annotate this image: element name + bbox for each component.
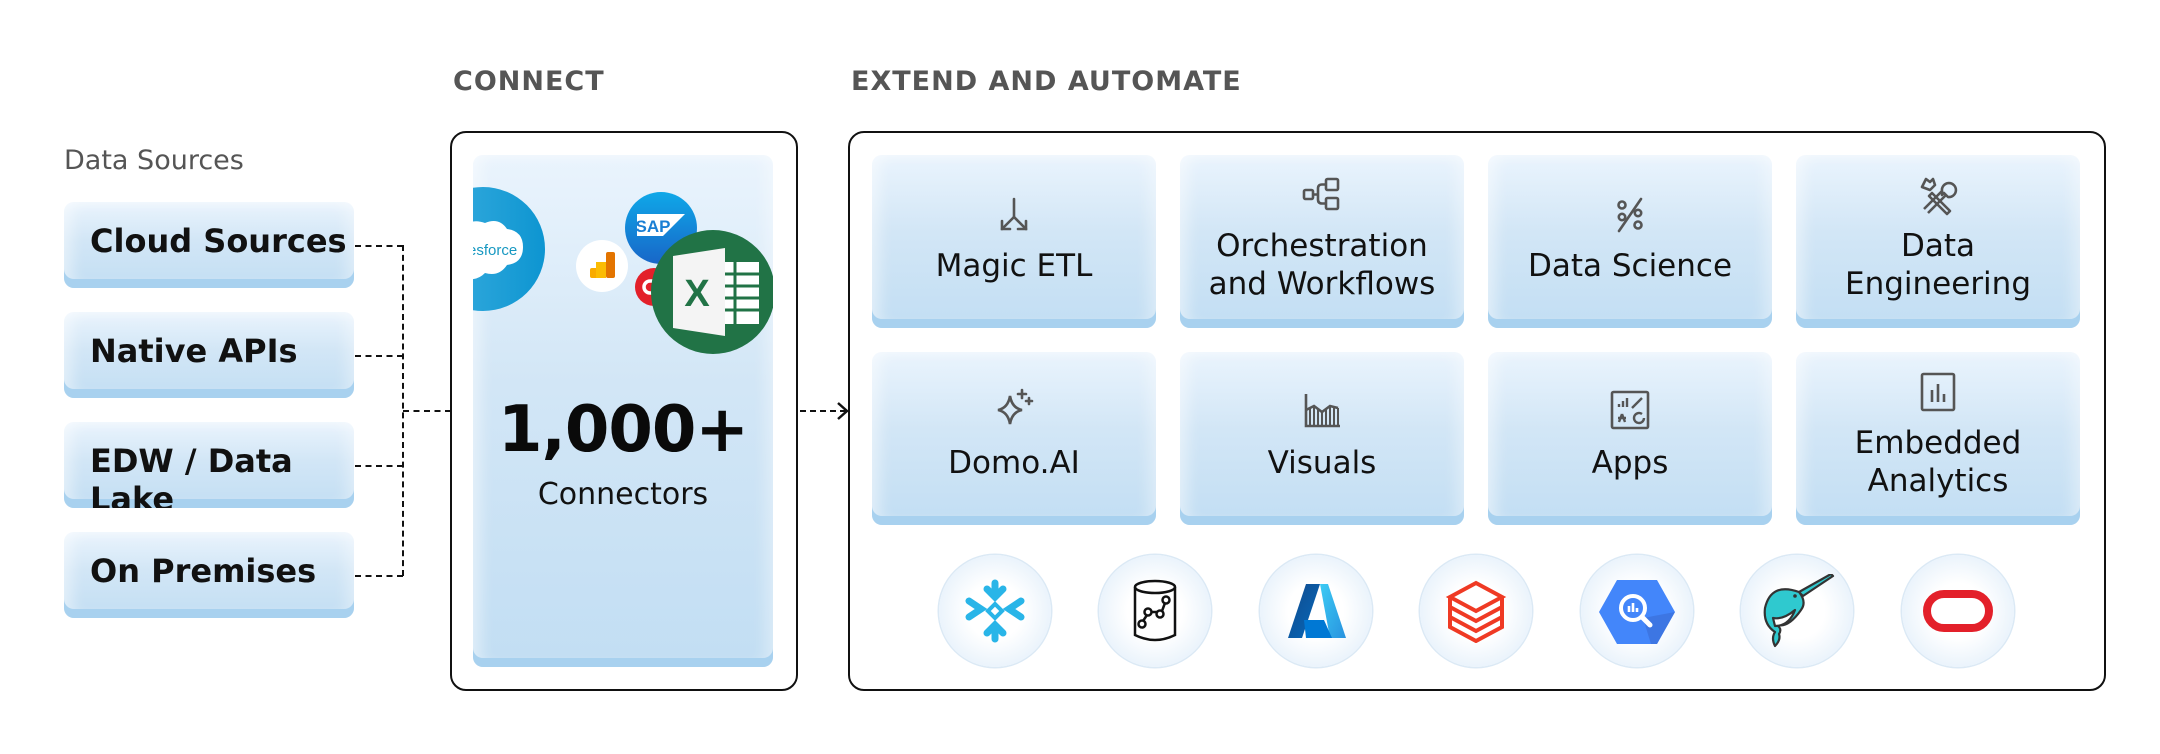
connector-line xyxy=(355,575,403,577)
feature-label: Data Engineering xyxy=(1845,228,2031,302)
connector-count: 1,000+ xyxy=(497,393,749,467)
database-graph-logo-circle[interactable] xyxy=(1099,555,1211,667)
feature-domo-ai[interactable]: Domo.AI xyxy=(872,352,1156,525)
svg-text:salesforce: salesforce xyxy=(473,242,517,259)
connector-line xyxy=(355,355,403,357)
feature-label: Domo.AI xyxy=(948,445,1080,481)
embedded-chart-icon xyxy=(1920,372,1956,412)
feature-label: Data Science xyxy=(1527,248,1733,284)
feature-orchestration-workflows[interactable]: Orchestration and Workflows xyxy=(1180,155,1464,328)
feature-data-engineering[interactable]: Data Engineering xyxy=(1796,155,2080,328)
feature-apps[interactable]: Apps xyxy=(1488,352,1772,525)
sparkle-icon xyxy=(997,388,1034,425)
feature-embedded-analytics[interactable]: Embedded Analytics xyxy=(1796,352,2080,525)
feature-data-science[interactable]: Data Science xyxy=(1488,155,1772,328)
source-label: EDW / Data Lake xyxy=(90,442,293,508)
feature-visuals[interactable]: Visuals xyxy=(1180,352,1464,525)
feature-label: Apps xyxy=(1591,445,1669,481)
apps-dashboard-icon xyxy=(1610,390,1650,430)
tools-icon xyxy=(1920,177,1958,216)
source-native-apis[interactable]: Native APIs xyxy=(64,312,354,398)
oracle-logo xyxy=(1923,590,1993,632)
feature-magic-etl[interactable]: Magic ETL xyxy=(872,155,1156,328)
bigquery-logo xyxy=(1599,580,1675,644)
snowflake-logo-circle[interactable] xyxy=(939,555,1051,667)
feature-label: Embedded Analytics xyxy=(1854,425,2022,499)
databricks-logo xyxy=(1445,580,1507,643)
arrow-head-icon xyxy=(837,402,849,420)
data-sources-heading: Data Sources xyxy=(64,145,244,176)
source-cloud-sources[interactable]: Cloud Sources xyxy=(64,202,354,288)
split-arrows-icon xyxy=(1000,197,1028,231)
flow-arrow-line xyxy=(800,410,846,412)
databricks-logo-circle[interactable] xyxy=(1420,555,1532,667)
database-graph-logo xyxy=(1133,579,1177,642)
connectors-card[interactable]: salesforce SAP X 1,000+ Connectors xyxy=(473,155,773,667)
connector-line xyxy=(355,465,403,467)
azure-logo-circle[interactable] xyxy=(1260,555,1372,667)
source-edw-data-lake[interactable]: EDW / Data Lake xyxy=(64,422,354,508)
source-on-premises[interactable]: On Premises xyxy=(64,532,354,618)
narwhal-logo-circle[interactable] xyxy=(1741,555,1853,667)
connect-heading: CONNECT xyxy=(453,66,605,97)
feature-label: Orchestration and Workflows xyxy=(1208,228,1436,302)
svg-text:SAP: SAP xyxy=(636,217,671,236)
snowflake-logo xyxy=(965,579,1025,643)
azure-logo xyxy=(1288,584,1346,638)
oracle-logo-circle[interactable] xyxy=(1902,555,2014,667)
narwhal-logo xyxy=(1763,574,1835,648)
connector-line xyxy=(403,410,451,412)
percent-icon xyxy=(1617,197,1643,233)
feature-label: Visuals xyxy=(1267,445,1377,481)
source-label: Native APIs xyxy=(90,332,298,370)
feature-label: Magic ETL xyxy=(935,248,1093,284)
source-label: On Premises xyxy=(90,552,317,590)
source-label: Cloud Sources xyxy=(90,222,347,260)
salesforce-logo: salesforce xyxy=(473,187,545,311)
bigquery-logo-circle[interactable] xyxy=(1581,555,1693,667)
extend-heading: EXTEND AND AUTOMATE xyxy=(851,66,1242,97)
svg-text:X: X xyxy=(684,273,710,315)
connector-line xyxy=(355,245,403,247)
connector-subtitle: Connectors xyxy=(537,477,709,512)
workflow-icon xyxy=(1302,177,1340,211)
excel-logo: X xyxy=(651,230,773,354)
google-analytics-logo xyxy=(576,240,628,292)
chart-icon xyxy=(1304,394,1340,428)
